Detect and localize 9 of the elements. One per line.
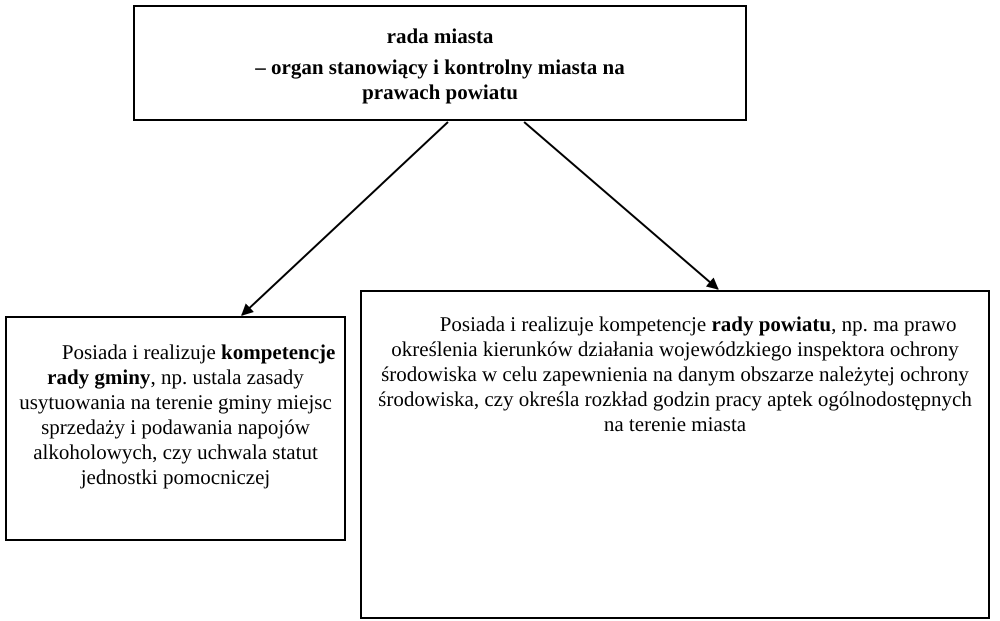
text-box <box>5 316 346 541</box>
description: – organ stanowiący i kontrolny miasta na prawach powiatu <box>254 55 626 105</box>
arrow <box>523 121 719 290</box>
description: Posiada i realizuje kompetencje rady powiatu, np. ma prawo określenia kierunków działania wojewódzkiego inspektora ochrony środowiska w celu zapewnienia na danym obszarze należytej ochrony środowiska, czy określa rozkład godzin pracy aptek ogólnodostępnych na terenie miasta <box>377 312 973 437</box>
description: Posiada i realizuje kompetencje rady gminy, np. ustala zasady usytuowania na terenie gminy miejsc sprzedaży i podawania napojów alkoholowych, czy uchwala statut jednostki pomocniczej <box>18 340 336 490</box>
text-box <box>360 290 990 619</box>
text-box <box>133 5 747 121</box>
arrow <box>241 121 449 316</box>
heading: rada miasta <box>386 24 494 49</box>
